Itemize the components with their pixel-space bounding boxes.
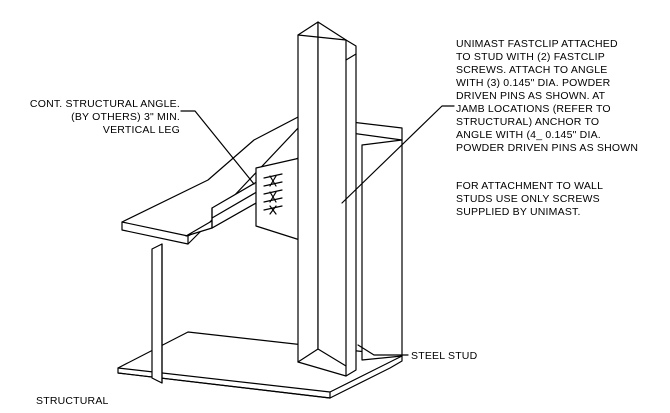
fastclip-note-line-7: STRUCTURAL) ANCHOR TO — [456, 116, 599, 128]
angle-note-line-2: (BY OTHERS) 3" MIN. — [71, 111, 180, 123]
screws-note-line-2: STUDS USE ONLY SCREWS — [456, 193, 600, 205]
structural-label: STRUCTURAL — [36, 395, 109, 407]
beam-web-back — [361, 139, 403, 361]
fastclip-note-line-5: DRIVEN PINS AS SHOWN. AT — [456, 90, 606, 102]
callout-screws: FOR ATTACHMENT TO WALL STUDS USE ONLY SC… — [456, 180, 603, 218]
fastclip-note-line-8: ANGLE WITH (4_ 0.145" DIA. — [456, 129, 601, 141]
beam-web — [151, 243, 163, 384]
fastclip-note-line-2: TO STUD WITH (2) FASTCLIP — [456, 51, 605, 63]
angle-note-line-1: CONT. STRUCTURAL ANGLE. — [30, 98, 180, 110]
stud-web — [297, 21, 319, 363]
stud-face — [317, 21, 357, 377]
fastclip-leader — [341, 105, 455, 204]
fastclip-note-line-4: WITH (3) 0.145" DIA. POWDER — [456, 77, 611, 89]
stud-label: STEEL STUD — [411, 350, 478, 362]
angle-note-line-3: VERTICAL LEG — [103, 124, 180, 136]
angle-leader — [180, 110, 255, 185]
screws-note-line-1: FOR ATTACHMENT TO WALL — [456, 180, 603, 192]
fastclip-note-line-6: JAMB LOCATIONS (REFER TO — [456, 103, 611, 115]
fastclip-note-line-1: UNIMAST FASTCLIP ATTACHED — [456, 38, 618, 50]
steel-stud — [297, 21, 357, 377]
powder-driven-pins — [263, 173, 283, 215]
fastclip-note-line-3: SCREWS. ATTACH TO ANGLE — [456, 64, 607, 76]
leader-lines — [180, 105, 455, 356]
stud-leader — [357, 344, 409, 356]
callout-angle: CONT. STRUCTURAL ANGLE. (BY OTHERS) 3" M… — [30, 98, 180, 136]
screws-note-line-3: SUPPLIED BY UNIMAST. — [456, 206, 581, 218]
steel-beam — [117, 115, 403, 399]
fastclip-note-line-9: POWDER DRIVEN PINS AS SHOWN — [456, 142, 638, 154]
callout-fastclip: UNIMAST FASTCLIP ATTACHED TO STUD WITH (… — [456, 38, 638, 154]
